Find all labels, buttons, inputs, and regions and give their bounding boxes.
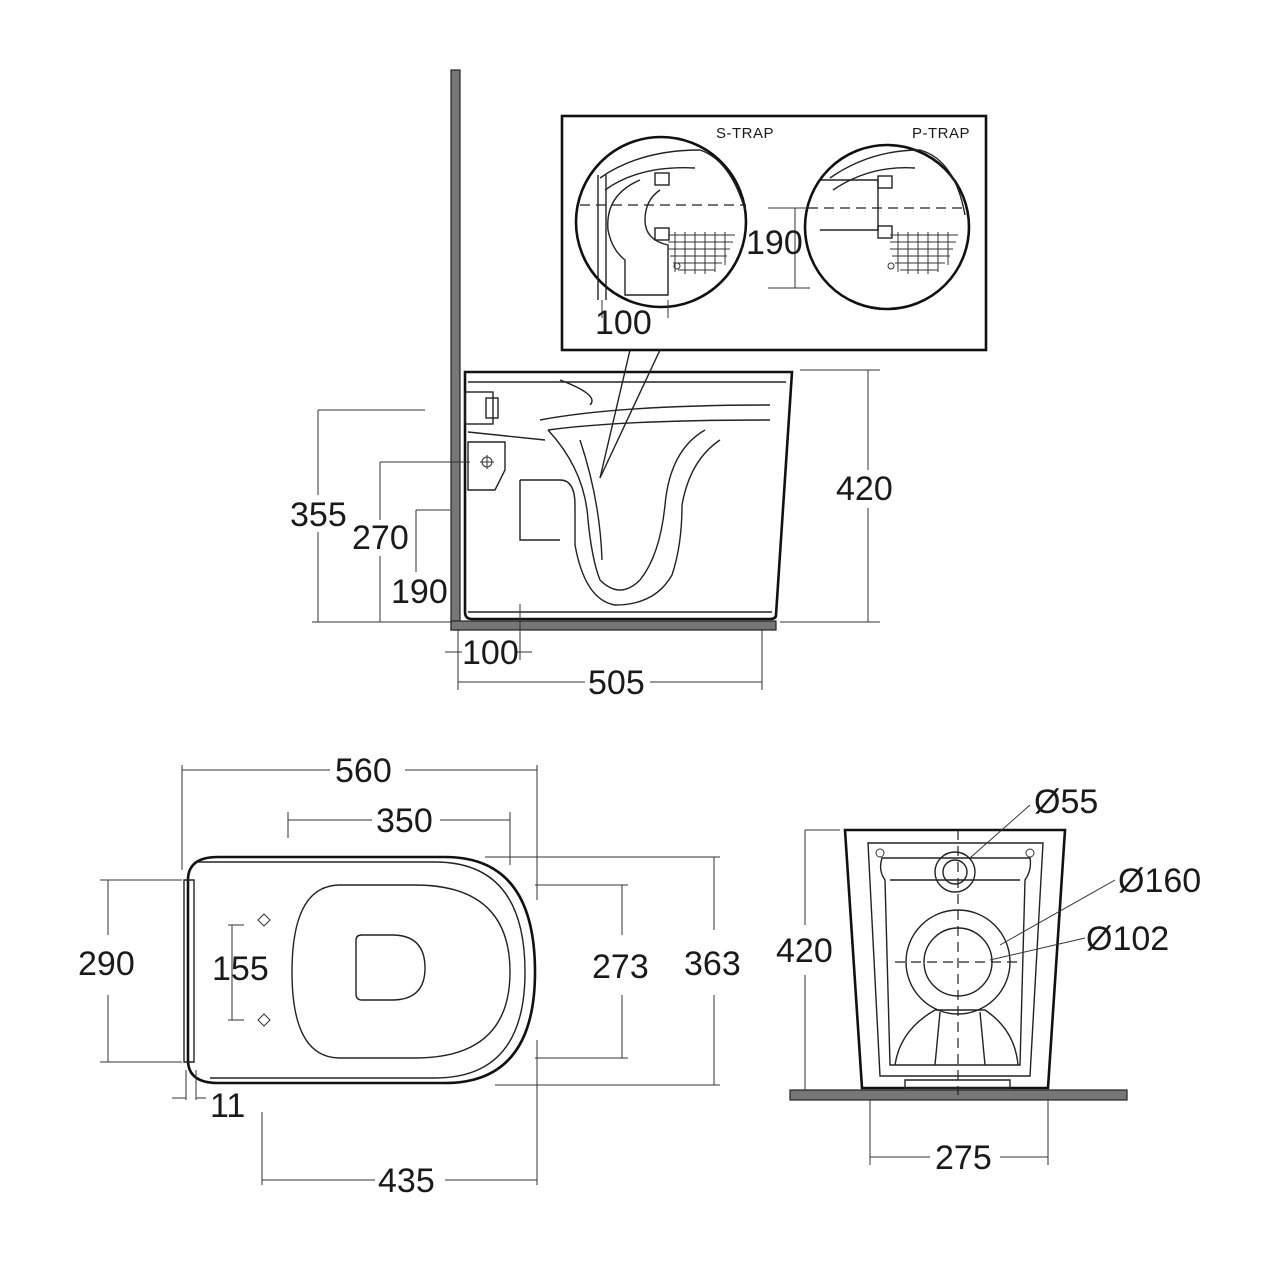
floor xyxy=(450,620,777,631)
fixing-to-front-dimension: 435 xyxy=(378,1162,435,1200)
water-inlet-dimension: Ø55 xyxy=(1034,783,1098,821)
water-inlet xyxy=(934,851,976,893)
p-trap-label: P-TRAP xyxy=(912,125,970,142)
s-trap-offset-dimension: 100 xyxy=(595,304,652,342)
total-height-dimension: 420 xyxy=(836,470,893,508)
back-height-dimension: 420 xyxy=(776,932,833,970)
seat-outline xyxy=(291,884,511,1059)
outlet-outer-dimension: Ø160 xyxy=(1118,862,1201,900)
back-view: Ø55 Ø160 Ø102 420 275 xyxy=(776,783,1201,1177)
bowl-opening xyxy=(355,934,426,1001)
base-width-dimension: 275 xyxy=(935,1139,992,1177)
overall-width-dimension: 363 xyxy=(684,945,741,983)
length-dimension: 560 xyxy=(335,752,392,790)
fixing-spacing-dimension: 155 xyxy=(212,950,269,988)
s-trap-label: S-TRAP xyxy=(716,125,774,142)
seat-width-dimension: 273 xyxy=(592,948,649,986)
depth-dimension: 505 xyxy=(588,664,645,702)
outlet-inner-dimension: Ø102 xyxy=(1086,920,1169,958)
p-trap-detail xyxy=(803,143,971,311)
width-dimension: 290 xyxy=(78,945,135,983)
side-view: S-TRAP P-TRAP 100 190 420 355 270 190 10… xyxy=(290,69,988,702)
wall-offset-dimension: 100 xyxy=(462,634,519,672)
height-190-dimension: 190 xyxy=(391,573,448,611)
trap-detail-box xyxy=(560,114,988,352)
fixing-points xyxy=(228,913,271,1027)
p-trap-height-dimension: 190 xyxy=(746,224,803,262)
height-355-dimension: 355 xyxy=(290,496,347,534)
top-view: 155 560 350 290 273 363 11 435 xyxy=(78,752,741,1200)
s-trap-detail xyxy=(574,135,748,309)
seat-length-dimension: 350 xyxy=(376,802,433,840)
wall xyxy=(450,69,461,631)
height-270-dimension: 270 xyxy=(352,519,409,557)
toilet-side-body xyxy=(463,370,794,621)
toilet-back-outline xyxy=(843,828,1067,1090)
back-thickness-dimension: 11 xyxy=(210,1087,245,1125)
